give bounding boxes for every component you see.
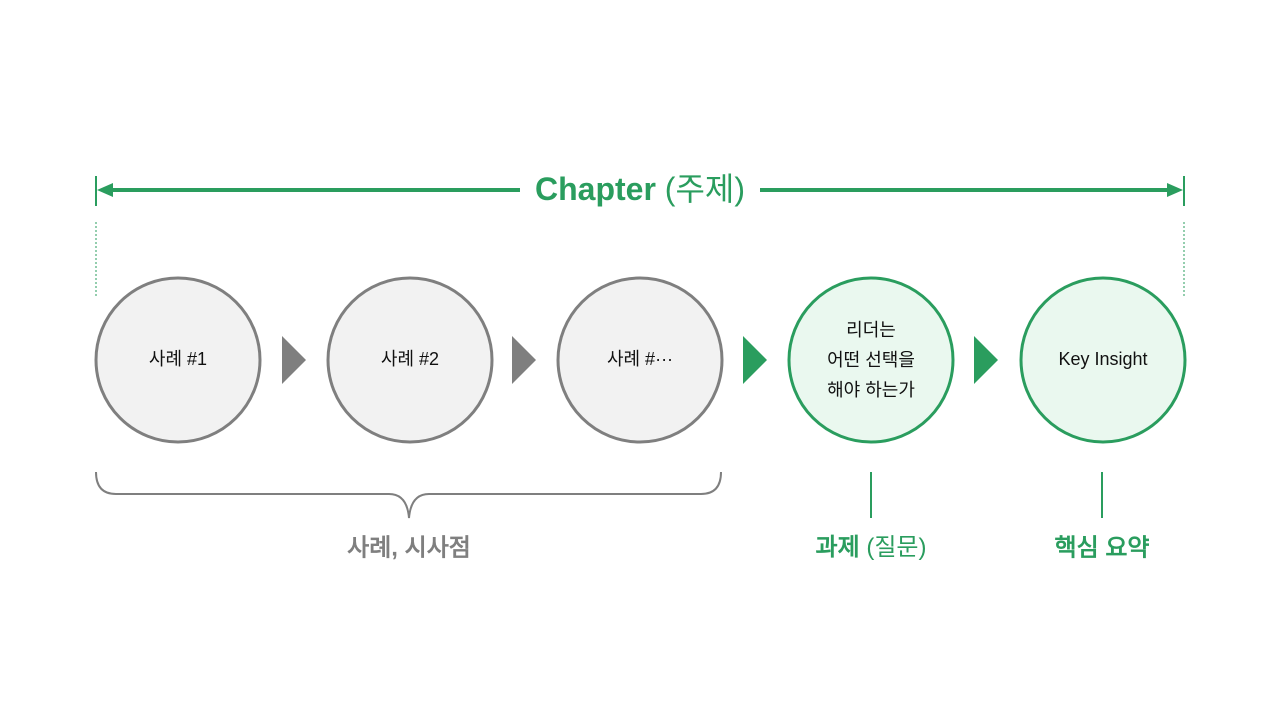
question-node: 리더는 어떤 선택을 해야 하는가 (787, 276, 955, 444)
node-text: 사례 #2 (381, 349, 439, 369)
arrow-left-icon (97, 183, 113, 197)
node-text-line: 해야 하는가 (827, 380, 915, 400)
triangle-arrow-icon (743, 336, 767, 384)
key-insight-node: Key Insight (1019, 276, 1187, 444)
node-text-line: 어떤 선택을 (827, 350, 915, 370)
triangle-arrow-icon (512, 336, 536, 384)
summary-label: 핵심 요약 (1055, 534, 1150, 561)
node-text: 사례 #1 (149, 349, 207, 369)
triangle-arrow-icon (974, 336, 998, 384)
task-label: 과제 (질문) (816, 534, 927, 561)
node-text: 사례 #··· (607, 349, 673, 369)
case-node-more: 사례 #··· (556, 276, 724, 444)
cases-label: 사례, 시사점 (347, 534, 471, 561)
chapter-title: Chapter (주제) (535, 171, 745, 207)
curly-brace (95, 471, 722, 519)
case-node-1: 사례 #1 (94, 276, 262, 444)
node-text-line: 리더는 (846, 320, 896, 340)
node-text: Key Insight (1058, 349, 1147, 369)
case-node-2: 사례 #2 (326, 276, 494, 444)
triangle-arrow-icon (282, 336, 306, 384)
chapter-span: Chapter (주제) (95, 171, 1185, 296)
arrow-right-icon (1167, 183, 1183, 197)
